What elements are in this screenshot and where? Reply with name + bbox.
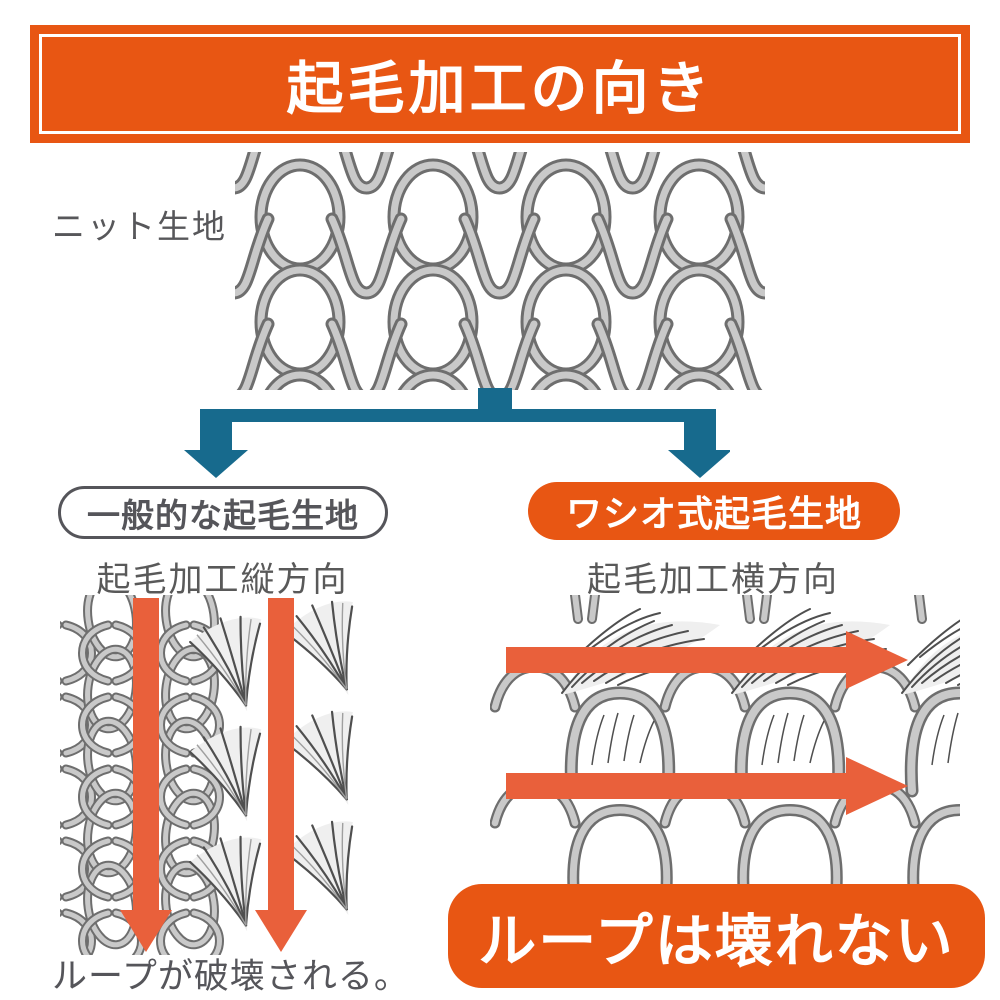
vertical-brushing-illustration bbox=[60, 595, 354, 955]
knit-fabric-label: ニット生地 bbox=[52, 208, 227, 245]
vertical-direction-label: 起毛加工縦方向 bbox=[96, 561, 349, 599]
loops-intact-badge: ループは壊れない bbox=[448, 884, 985, 988]
general-fabric-badge: 一般的な起毛生地 bbox=[58, 486, 388, 539]
page-title: 起毛加工の向き bbox=[286, 57, 714, 121]
horizontal-direction-label: 起毛加工横方向 bbox=[587, 561, 839, 599]
loops-destroyed-text: ループが破壊される。 bbox=[52, 957, 410, 996]
washio-fabric-badge: ワシオ式起毛生地 bbox=[528, 482, 900, 540]
header-banner: 起毛加工の向き bbox=[30, 25, 970, 143]
horizontal-brushing-illustration bbox=[490, 595, 960, 890]
branch-down-arrows-icon bbox=[184, 388, 730, 478]
knit-fabric-illustration bbox=[235, 152, 765, 390]
